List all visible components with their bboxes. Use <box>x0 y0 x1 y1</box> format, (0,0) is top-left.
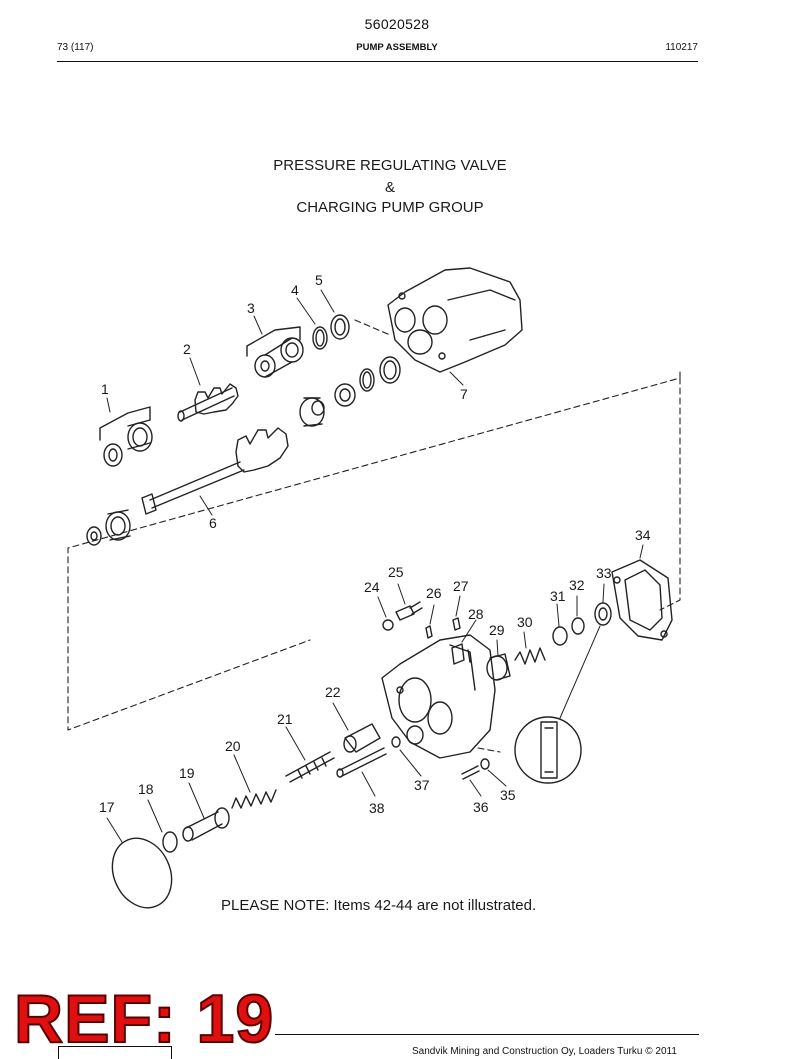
callout-2: 2 <box>183 341 191 357</box>
callout-35: 35 <box>500 787 516 803</box>
part-37-washer <box>391 736 401 748</box>
part-31-ring <box>552 626 568 646</box>
part-33-seal <box>594 602 612 626</box>
callout-22: 22 <box>325 684 341 700</box>
assembly-guide-lines <box>67 319 681 753</box>
diagram-title-line-1: PRESSURE REGULATING VALVE <box>273 157 507 174</box>
callout-27: 27 <box>453 578 469 594</box>
callout-25: 25 <box>388 564 404 580</box>
part-21-spool <box>285 751 335 783</box>
part-34-gasket <box>611 559 673 641</box>
part-26-plug <box>425 625 433 639</box>
part-29-piston <box>486 653 511 681</box>
header-rule <box>57 61 698 62</box>
part-6-shaft <box>86 427 289 546</box>
part-bushings-lower <box>299 356 401 427</box>
footer-rule <box>275 1034 699 1035</box>
part-1-bushings <box>99 406 153 467</box>
callout-21: 21 <box>277 711 293 727</box>
seal-detail-view <box>514 625 601 784</box>
part-24-washer <box>382 619 394 631</box>
part-36-bolt <box>461 765 480 780</box>
callout-7: 7 <box>460 386 468 402</box>
callout-1: 1 <box>101 381 109 397</box>
callout-17: 17 <box>99 799 115 815</box>
diagram-title-line-2: & <box>384 179 395 196</box>
part-5-ring <box>330 314 350 340</box>
callout-29: 29 <box>489 622 505 638</box>
valve-body <box>381 634 496 759</box>
part-18-ring <box>162 831 178 853</box>
reference-stamp: REF: 19 <box>13 981 275 1057</box>
illustration-note: PLEASE NOTE: Items 42-44 are not illustr… <box>221 897 537 914</box>
callout-19: 19 <box>179 765 195 781</box>
part-35-washer <box>480 758 490 770</box>
callout-37: 37 <box>414 777 430 793</box>
diagram-title-line-3: CHARGING PUMP GROUP <box>296 199 484 216</box>
callout-18: 18 <box>138 781 154 797</box>
part-19-plug <box>182 807 230 842</box>
leader-lines <box>106 289 644 843</box>
part-22-plug <box>343 723 381 753</box>
part-20-spring <box>231 789 277 809</box>
part-30-spring <box>514 647 546 665</box>
part-32-snapring <box>571 617 585 635</box>
part-3-bushings <box>246 326 304 378</box>
callout-36: 36 <box>473 799 489 815</box>
part-28-cap <box>451 643 465 665</box>
part-25-bolt <box>395 601 423 621</box>
callout-32: 32 <box>569 577 585 593</box>
part-7-housing <box>387 267 523 373</box>
callout-26: 26 <box>426 585 442 601</box>
callout-20: 20 <box>225 738 241 754</box>
callout-30: 30 <box>517 614 533 630</box>
part-27-plug <box>452 617 461 631</box>
callout-3: 3 <box>247 300 255 316</box>
callout-31: 31 <box>550 588 566 604</box>
callout-24: 24 <box>364 579 380 595</box>
section-title: PUMP ASSEMBLY <box>356 42 438 53</box>
document-number: 56020528 <box>364 16 430 32</box>
part-4-ring <box>312 326 328 350</box>
revision-date: 110217 <box>665 42 698 53</box>
part-38-bolt <box>336 747 387 778</box>
part-2-gear <box>177 383 239 422</box>
part-17-oring <box>111 837 173 909</box>
callout-38: 38 <box>369 800 385 816</box>
callout-33: 33 <box>596 565 612 581</box>
callout-34: 34 <box>635 527 651 543</box>
footer-copyright: Sandvik Mining and Construction Oy, Load… <box>412 1046 677 1057</box>
callout-6: 6 <box>209 515 217 531</box>
callout-28: 28 <box>468 606 484 622</box>
callout-5: 5 <box>315 272 323 288</box>
callout-labels: 1 2 3 4 5 6 7 17 18 19 20 21 22 24 25 26… <box>99 272 651 816</box>
page-number: 73 (117) <box>57 42 94 53</box>
callout-4: 4 <box>291 282 299 298</box>
